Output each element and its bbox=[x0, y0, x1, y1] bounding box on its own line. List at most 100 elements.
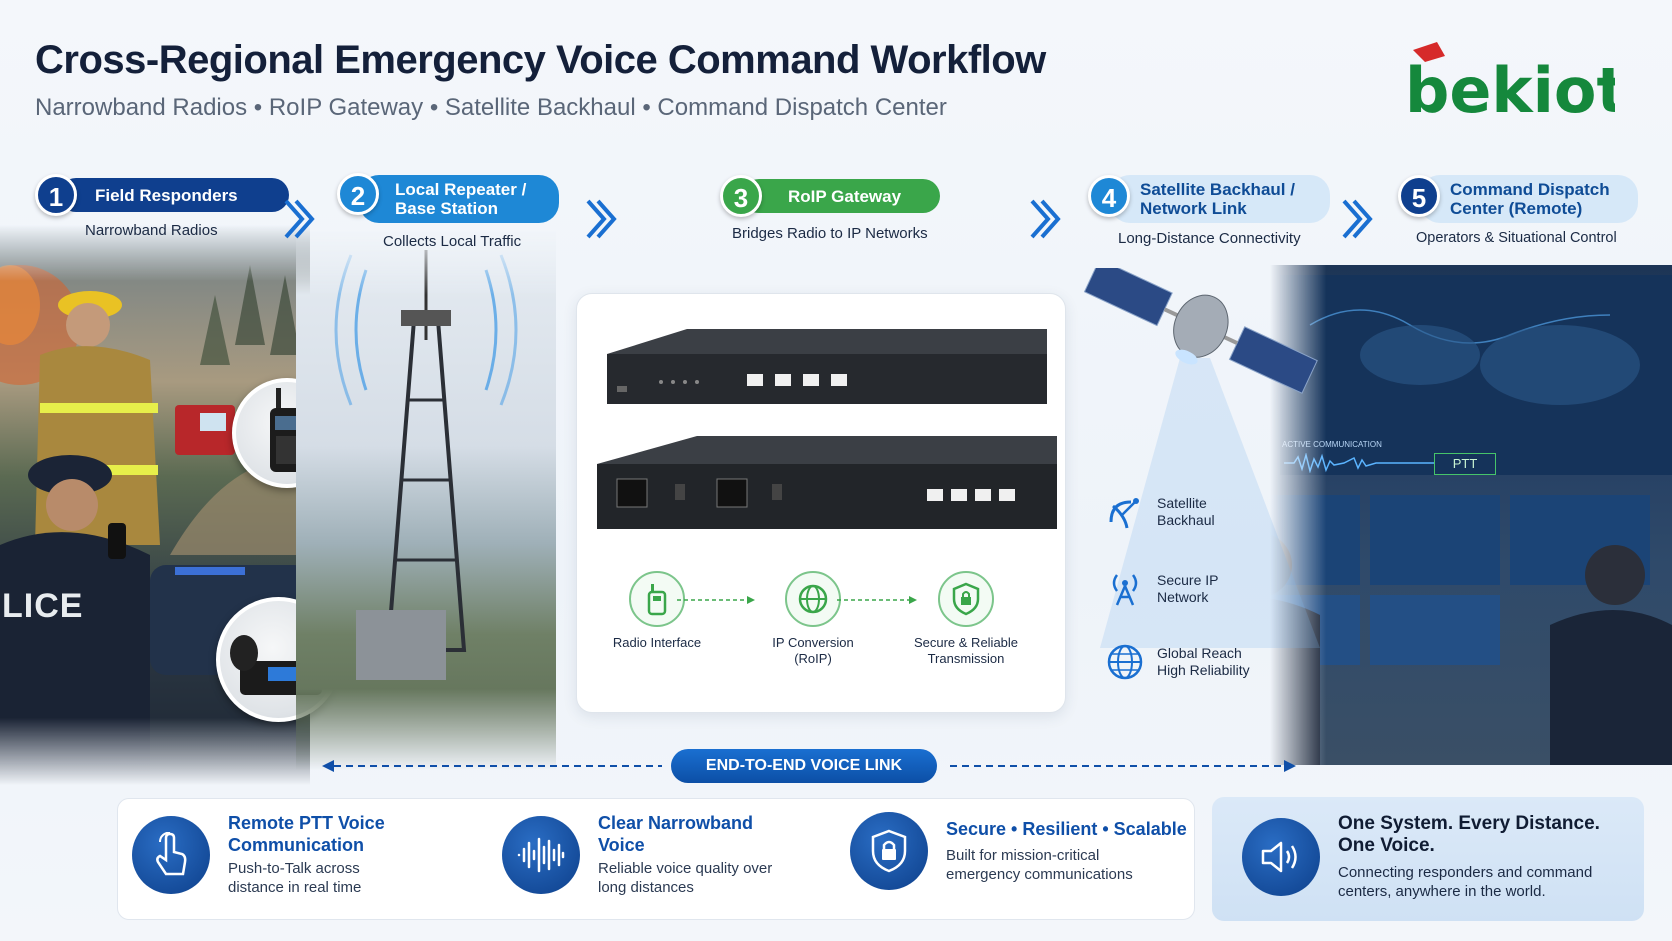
title-line1: One System. Every Distance. bbox=[1338, 813, 1600, 834]
end-to-end-arrow bbox=[322, 760, 1296, 772]
desc-line2: long distances bbox=[598, 879, 694, 896]
gateway-feature-ip-conversion: IP Conversion (RoIP) bbox=[738, 571, 888, 667]
step-4-number: 4 bbox=[1088, 175, 1130, 217]
satellite-dish-icon bbox=[1109, 498, 1139, 529]
step-3-number: 3 bbox=[720, 175, 762, 217]
label-line1: Satellite bbox=[1157, 495, 1207, 511]
speaker-icon bbox=[1242, 818, 1320, 896]
label-line1: Secure IP bbox=[1157, 572, 1219, 588]
bottom-features-card bbox=[117, 798, 1195, 920]
gateway-feature-label: IP Conversion bbox=[772, 635, 854, 650]
svg-text:bekiot: bekiot bbox=[1405, 54, 1615, 127]
step-1-title: Field Responders bbox=[59, 178, 289, 212]
chevron-right-icon bbox=[284, 199, 315, 239]
step-3-subtitle: Bridges Radio to IP Networks bbox=[732, 225, 928, 242]
roip-gateway-card: Radio Interface IP Conversion (RoIP) Sec… bbox=[576, 293, 1066, 713]
sound-wave-icon bbox=[502, 815, 580, 894]
gateway-feature-radio-interface: Radio Interface bbox=[582, 571, 732, 651]
label-line2: Backhaul bbox=[1157, 512, 1215, 528]
field-responders-photo: LICE bbox=[0, 225, 310, 785]
step-4-title: Satellite Backhaul / Network Link bbox=[1110, 175, 1330, 223]
gateway-feature-label: Radio Interface bbox=[612, 635, 702, 650]
step-1-number: 1 bbox=[35, 174, 77, 216]
step-2-title-line1: Local Repeater / bbox=[395, 180, 527, 199]
desc-line1: Connecting responders and command bbox=[1338, 864, 1593, 881]
repeater-tower-photo bbox=[296, 230, 556, 770]
radio-interface-icon bbox=[629, 571, 685, 627]
antenna-icon bbox=[1112, 574, 1138, 606]
bottom-feature-desc: Reliable voice quality over long distance… bbox=[598, 859, 772, 897]
label-line2: Network bbox=[1157, 589, 1209, 605]
desc-line2: centers, anywhere in the world. bbox=[1338, 883, 1546, 900]
step-2-subtitle: Collects Local Traffic bbox=[383, 233, 522, 250]
step-4-title-line2: Network Link bbox=[1140, 199, 1247, 218]
dispatch-center-photo: ACTIVE COMMUNICATION PTT bbox=[1270, 265, 1672, 765]
shield-lock-icon bbox=[850, 812, 928, 890]
bottom-feature-secure: Secure • Resilient • Scalable Built for … bbox=[850, 812, 1187, 890]
roip-gateway-device-image bbox=[597, 329, 1057, 529]
desc-line1: Push-to-Talk across bbox=[228, 860, 360, 877]
step-3-title: RoIP Gateway bbox=[742, 179, 940, 213]
globe-icon bbox=[785, 571, 841, 627]
gateway-flow-arrows bbox=[677, 596, 917, 604]
slogan-content: One System. Every Distance.One Voice. Co… bbox=[1242, 813, 1600, 901]
chevron-right-icon bbox=[1342, 199, 1373, 239]
bottom-feature-text: Secure • Resilient • Scalable Built for … bbox=[946, 818, 1187, 884]
title-line2: Communication bbox=[228, 835, 365, 855]
desc-line2: distance in real time bbox=[228, 879, 362, 896]
bottom-feature-title: Secure • Resilient • Scalable bbox=[946, 819, 1187, 839]
title-line2: Voice bbox=[598, 835, 645, 855]
label-line2: High Reliability bbox=[1157, 662, 1250, 678]
desc-line2: emergency communications bbox=[946, 866, 1133, 883]
page-subtitle: Narrowband Radios • RoIP Gateway • Satel… bbox=[35, 94, 947, 121]
slogan-card: One System. Every Distance.One Voice. Co… bbox=[1212, 797, 1644, 921]
step-4-title-line1: Satellite Backhaul / bbox=[1140, 180, 1295, 199]
gateway-feature-label: Secure & Reliable bbox=[913, 635, 1019, 650]
step-2-title: Local Repeater / Base Station bbox=[359, 175, 559, 223]
bottom-feature-desc: Built for mission-critical emergency comm… bbox=[946, 846, 1187, 884]
label-line1: Global Reach bbox=[1157, 645, 1242, 661]
step-5-subtitle: Operators & Situational Control bbox=[1416, 230, 1617, 246]
touch-hand-icon bbox=[132, 815, 210, 894]
step-5-title-line2: Center (Remote) bbox=[1450, 199, 1583, 218]
slogan-text: One System. Every Distance.One Voice. Co… bbox=[1338, 813, 1600, 901]
slogan-desc: Connecting responders and command centers… bbox=[1338, 863, 1600, 901]
satellite-image bbox=[1083, 268, 1320, 648]
step-2-title-line2: Base Station bbox=[395, 199, 498, 218]
step-4-subtitle: Long-Distance Connectivity bbox=[1118, 230, 1301, 247]
title-line1: Clear Narrowband bbox=[598, 813, 754, 833]
step-5-number: 5 bbox=[1398, 175, 1440, 217]
shield-lock-icon bbox=[938, 571, 994, 627]
desc-line1: Built for mission-critical bbox=[946, 847, 1100, 864]
voice-waveform bbox=[1284, 453, 1434, 473]
bottom-feature-desc: Push-to-Talk across distance in real time bbox=[228, 859, 385, 897]
globe-icon bbox=[1107, 644, 1143, 680]
step-5-title: Command Dispatch Center (Remote) bbox=[1420, 175, 1638, 223]
police-vest-text: LICE bbox=[2, 587, 84, 625]
step-5-title-line1: Command Dispatch bbox=[1450, 180, 1610, 199]
chevron-right-icon bbox=[1030, 199, 1061, 239]
gateway-feature-secure-transmission: Secure & Reliable Transmission bbox=[891, 571, 1041, 667]
gateway-feature-label-2: (RoIP) bbox=[794, 651, 832, 666]
page-title: Cross-Regional Emergency Voice Command W… bbox=[35, 38, 1046, 82]
brand-logo: bekiot bbox=[1405, 40, 1626, 130]
end-to-end-voice-link-badge: END-TO-END VOICE LINK bbox=[671, 749, 937, 783]
title-line2: One Voice. bbox=[1338, 835, 1435, 856]
chevron-right-icon bbox=[586, 199, 617, 239]
desc-line1: Reliable voice quality over bbox=[598, 860, 773, 877]
gateway-feature-label-2: Transmission bbox=[927, 651, 1005, 666]
slogan-title: One System. Every Distance.One Voice. bbox=[1338, 813, 1600, 857]
active-communication-label: ACTIVE COMMUNICATION bbox=[1282, 440, 1382, 449]
